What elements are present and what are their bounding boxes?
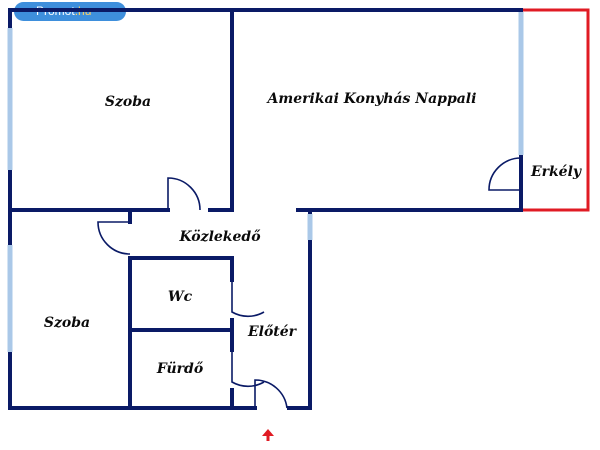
- door-szoba-1: [167, 177, 201, 211]
- door-entrance: [254, 379, 288, 409]
- room-label-kozlekedo: Közlekedő: [178, 229, 261, 245]
- door-furdo: [231, 350, 265, 388]
- room-label-szoba-1: Szoba: [105, 94, 151, 110]
- door-wc: [231, 280, 265, 318]
- door-szoba-2: [97, 221, 131, 255]
- room-label-eloter: Előtér: [247, 324, 298, 340]
- room-label-nappali: Amerikai Konyhás Nappali: [266, 91, 477, 107]
- room-label-wc: Wc: [168, 289, 193, 305]
- room-label-erkely: Erkély: [530, 164, 582, 180]
- interior-walls: [8, 8, 312, 410]
- doors: [97, 157, 522, 409]
- windows: [7, 12, 524, 352]
- balcony-outline: [521, 8, 590, 212]
- entrance-arrow-icon: [262, 429, 274, 441]
- room-label-szoba-2: Szoba: [44, 315, 90, 331]
- room-label-furdo: Fürdő: [156, 361, 204, 377]
- door-erkely: [488, 157, 522, 191]
